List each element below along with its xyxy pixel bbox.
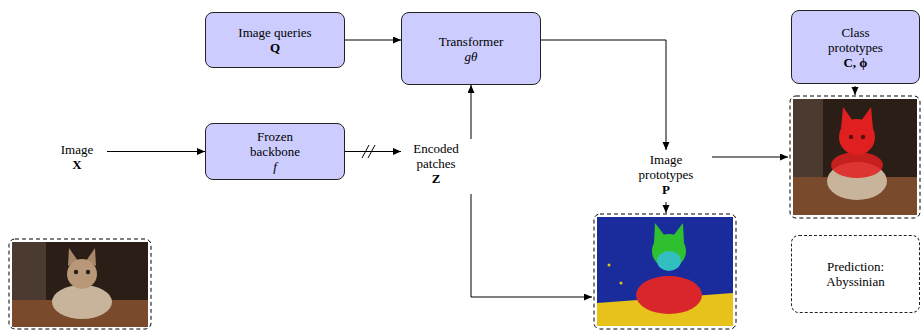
segment-body [636,276,702,314]
node-text: Image [61,142,93,157]
node-text: Image prototypes [629,152,703,182]
node-text: Class prototypes [816,25,896,55]
segment-dot [608,264,611,267]
node-symbol: Q [270,40,280,55]
cat-eye [849,135,853,139]
class-heatmap [793,99,917,215]
segment-face [657,251,681,271]
node-text: Image queries [238,25,311,40]
flow-arrow [345,151,401,152]
process-box: Frozen backbonef [205,123,345,180]
data-label: Image prototypesP [626,150,706,199]
node-symbol: X [72,157,81,172]
cat-eye [74,270,78,274]
node-symbol: gθ [465,49,478,64]
photo-background [12,242,148,327]
leader-arrow [471,194,592,297]
photo-background [793,99,917,215]
cat-photo [12,242,148,327]
node-text: Prediction: Abyssinian [814,259,898,289]
leader-arrow [712,157,788,158]
segment-dot [620,282,623,285]
image-frame [594,214,736,329]
node-text: Encoded patches [405,141,467,171]
flow-arrow [541,40,666,150]
photo-wall [12,242,46,300]
cat-head [67,259,97,289]
connector-layer [107,40,666,152]
leader-arrow [666,202,667,213]
process-box: Class prototypesC, ϕ [791,10,920,84]
node-symbol: C, ϕ [843,55,867,70]
cat-body [52,285,112,319]
cat-eye [86,270,90,274]
node-text: Transformer [439,34,504,49]
process-box: Transformergθ [401,12,541,85]
cat-eye [861,135,865,139]
flow-arrow [107,151,205,152]
heat-chest [831,152,883,178]
segment-background [597,217,733,326]
node-symbol: P [662,182,670,197]
heat-head [839,119,875,155]
node-symbol: f [273,159,277,174]
process-box: Image queriesQ [205,12,345,68]
prediction-box: Prediction: Abyssinian [791,235,920,313]
data-label: Encoded patchesZ [401,139,471,188]
photo-wall [793,99,823,177]
node-symbol: Z [432,171,441,186]
leader-arrow [855,86,856,95]
image-frame [790,96,920,218]
segmentation-map [597,217,733,326]
flow-arrow [345,40,401,41]
flow-arrow [471,85,472,139]
image-frame [9,239,151,329]
node-text: Frozen backbone [235,129,315,159]
data-label: ImageX [47,140,107,174]
